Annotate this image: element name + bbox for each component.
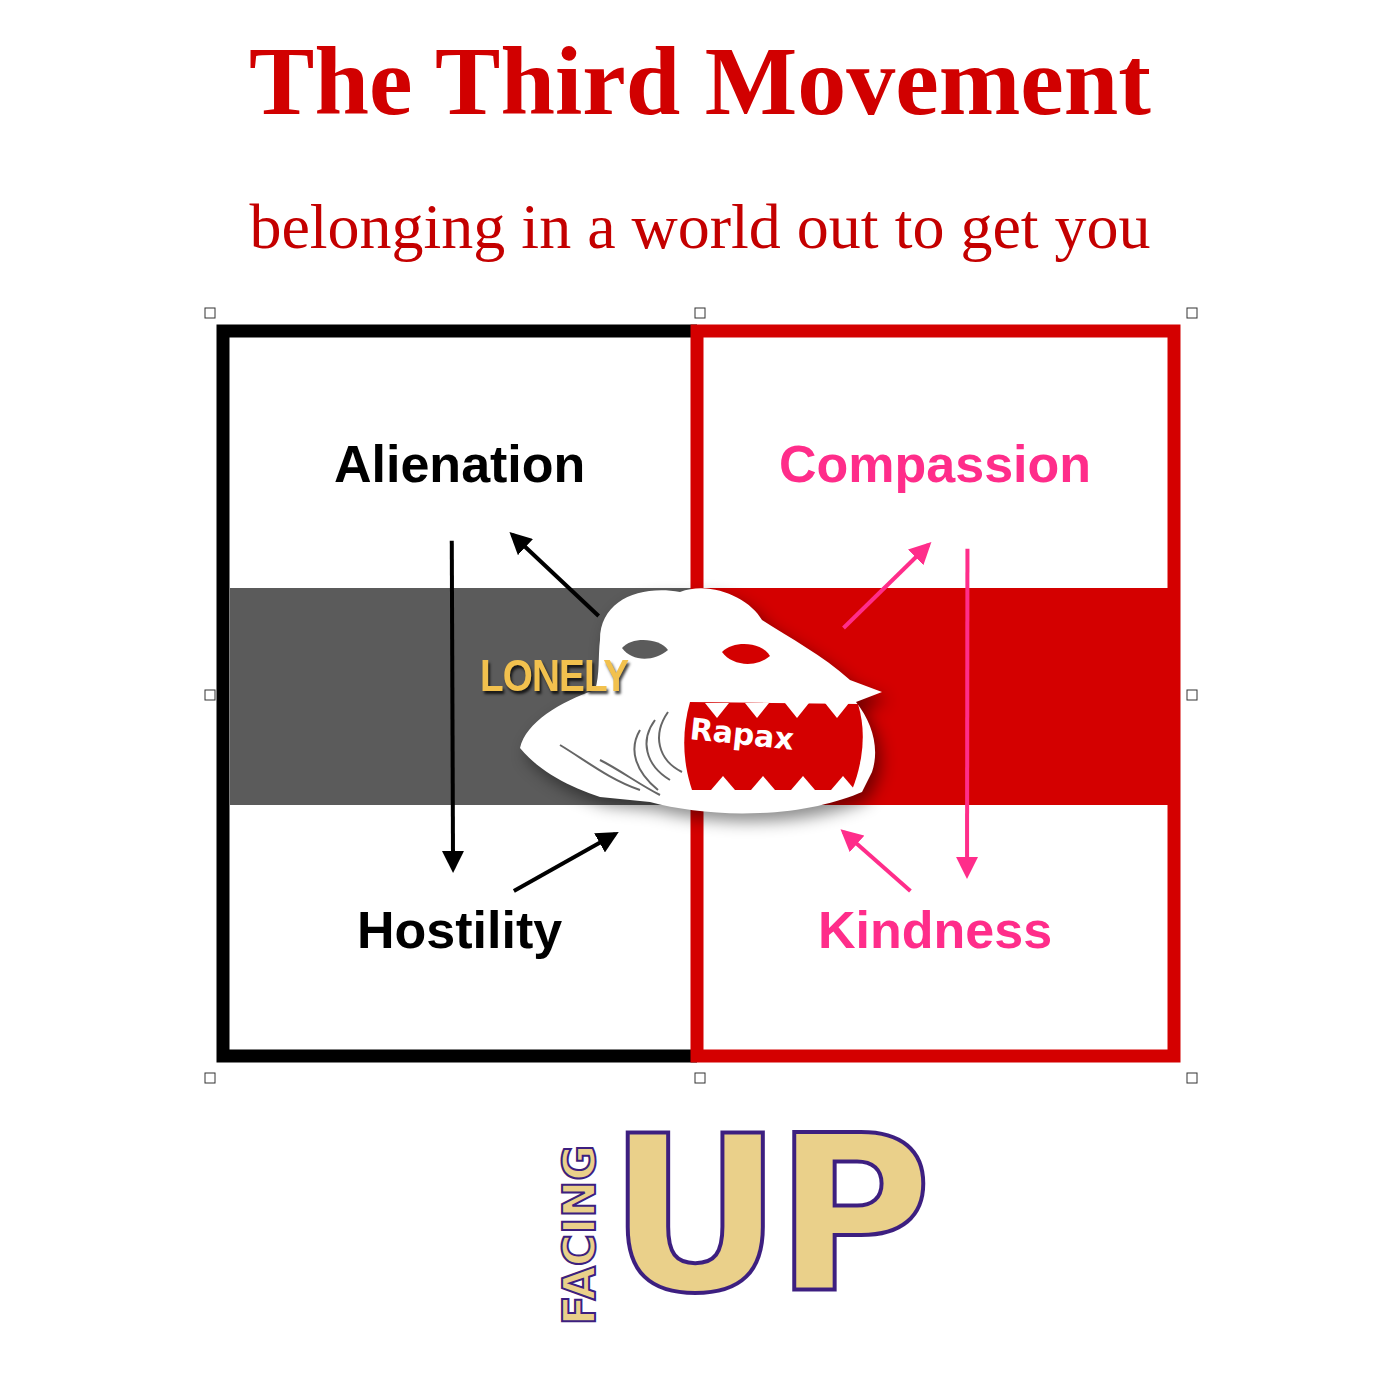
concept-label: Alienation: [328, 431, 591, 499]
monster-body: [520, 588, 882, 813]
concept-box: Kindness: [812, 897, 1058, 965]
title: The Third Movement: [0, 28, 1400, 136]
monster-eye: [722, 644, 770, 664]
logo-word: UP: [608, 1098, 924, 1335]
left-panel-outline: [223, 331, 697, 1056]
monster-mouth: [684, 702, 863, 790]
concept-label: Kindness: [812, 897, 1058, 965]
subtitle: belonging in a world out to get you: [0, 192, 1400, 262]
flow-arrow: [452, 541, 453, 869]
flow-arrow: [844, 832, 911, 891]
monster-eye: [622, 640, 668, 659]
concept-box: Alienation: [328, 431, 591, 499]
concept-box: Hostility: [351, 897, 568, 965]
selection-handles: [205, 308, 1197, 1083]
logo-word: FACING: [558, 1145, 602, 1326]
flow-arrow: [844, 545, 929, 628]
rapax-monster: LONELYRapax: [470, 580, 885, 820]
concept-label: Hostility: [351, 897, 568, 965]
monster-swirls: [560, 712, 682, 795]
monster-name-label: LONELY: [480, 652, 628, 700]
flow-arrow: [514, 834, 615, 891]
concept-label: Compassion: [773, 431, 1097, 499]
flow-arrow: [512, 535, 598, 616]
flow-arrow: [965, 549, 969, 875]
concept-box: Compassion: [773, 431, 1097, 499]
